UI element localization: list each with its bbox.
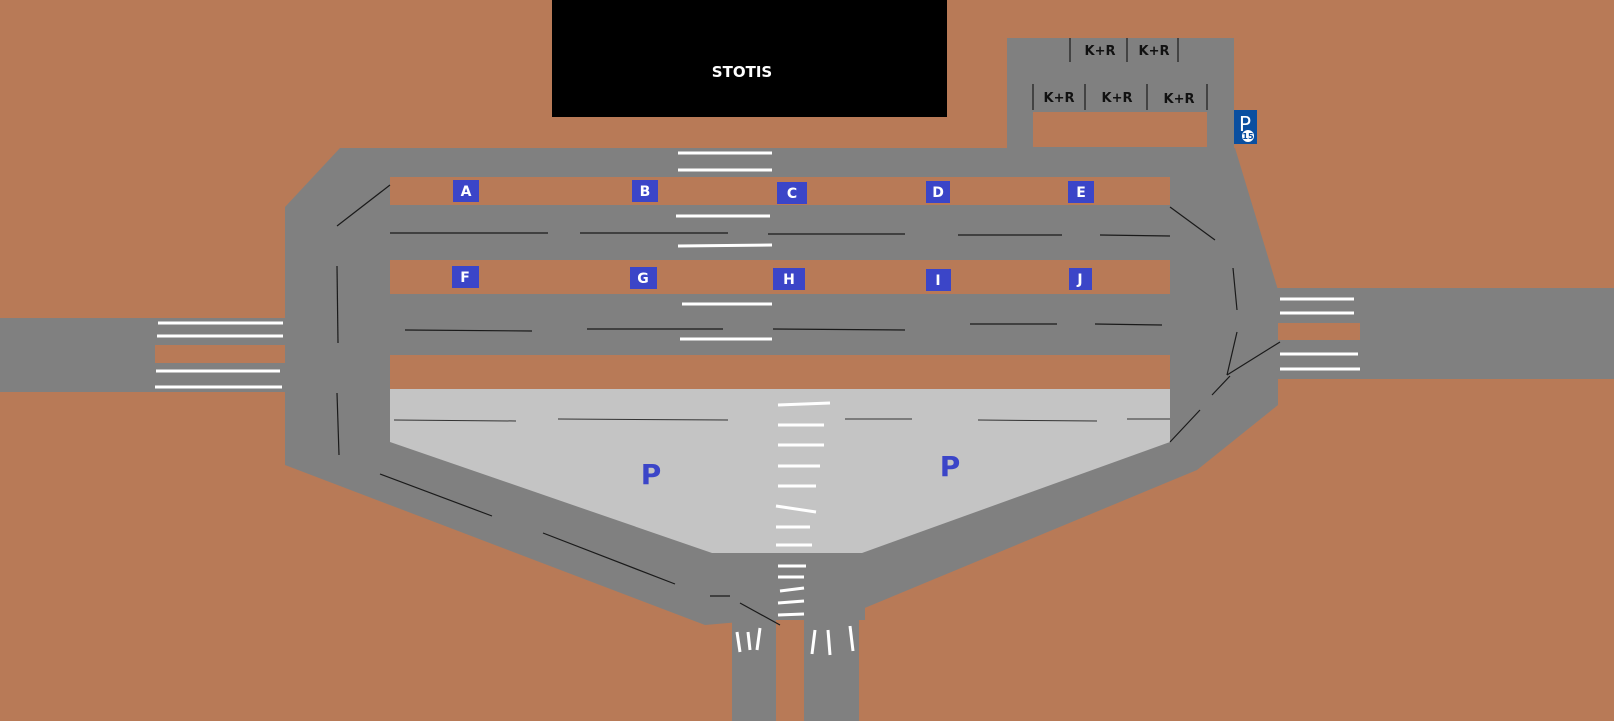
parking-sign: P 15 bbox=[1234, 110, 1257, 144]
bay-marker-label: H bbox=[783, 272, 795, 288]
parking-sign-number: 15 bbox=[1242, 132, 1254, 141]
kiss-and-ride-dividers bbox=[1032, 38, 1208, 110]
bay-marker-f: F bbox=[452, 266, 479, 288]
kiss-and-ride-label: K+R bbox=[1102, 91, 1133, 106]
south-road-junction bbox=[705, 545, 865, 620]
lane-lines bbox=[336, 184, 1281, 626]
bay-marker-a: A bbox=[453, 180, 479, 202]
bay-marker-label: F bbox=[460, 270, 470, 286]
bay-marker-label: A bbox=[461, 184, 472, 200]
platform-bottom bbox=[390, 355, 1170, 389]
bay-marker-h: H bbox=[773, 268, 805, 290]
kiss-and-ride-label: K+R bbox=[1044, 91, 1075, 106]
bay-marker-e: E bbox=[1068, 181, 1094, 203]
kiss-and-ride-label: K+R bbox=[1164, 92, 1195, 107]
parking-area-label: P bbox=[940, 450, 961, 483]
bay-marker-label: G bbox=[637, 271, 649, 287]
bay-marker-b: B bbox=[632, 180, 658, 202]
bay-marker-d: D bbox=[926, 181, 950, 203]
bay-marker-label: B bbox=[640, 184, 651, 200]
bay-marker-label: I bbox=[935, 273, 940, 289]
kiss-and-ride-label: K+R bbox=[1085, 44, 1116, 59]
bay-marker-label: J bbox=[1076, 272, 1082, 288]
stotis-label: STOTIS bbox=[712, 63, 772, 81]
bay-marker-g: G bbox=[630, 267, 657, 289]
parking-sign-badge bbox=[1242, 130, 1254, 142]
parking-lot bbox=[390, 389, 1170, 553]
kiss-and-ride-island bbox=[1033, 112, 1207, 147]
bay-marker-i: I bbox=[926, 269, 951, 291]
bay-marker-label: C bbox=[787, 186, 797, 202]
bay-marker-c: C bbox=[777, 182, 807, 204]
stotis-building bbox=[552, 0, 947, 117]
kiss-and-ride-label: K+R bbox=[1139, 44, 1170, 59]
crosswalks bbox=[155, 151, 1360, 656]
parking-sign-symbol: P bbox=[1239, 112, 1251, 136]
bay-marker-j: J bbox=[1069, 268, 1092, 290]
parking-aisle-lines bbox=[393, 418, 1170, 422]
parking-area-label: P bbox=[641, 458, 662, 491]
west-road-island bbox=[155, 345, 285, 363]
bay-marker-label: D bbox=[932, 185, 944, 201]
bay-marker-label: E bbox=[1076, 185, 1086, 201]
east-road-island bbox=[1278, 323, 1360, 340]
